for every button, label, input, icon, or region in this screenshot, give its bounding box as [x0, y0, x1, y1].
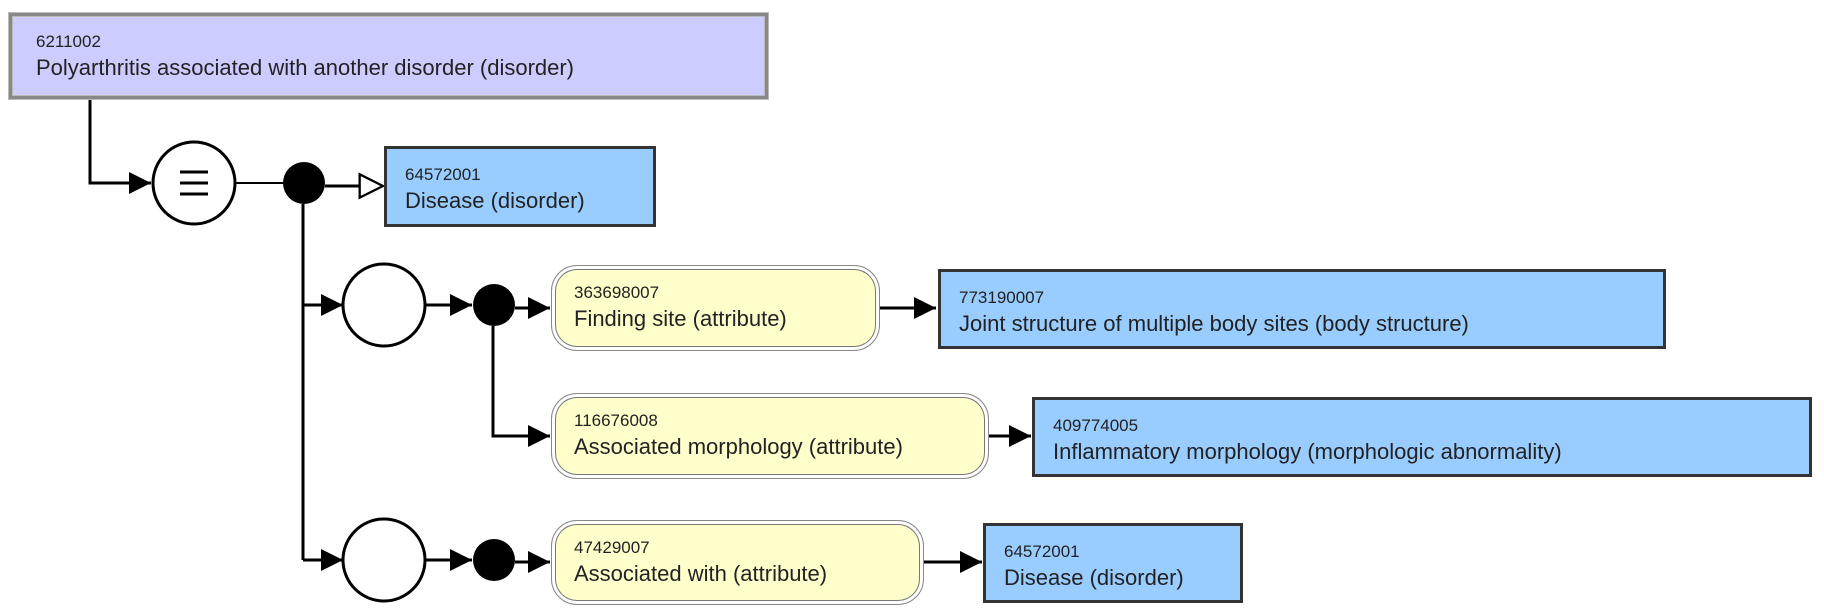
concept-id: 64572001: [405, 165, 481, 184]
attribute-id: 47429007: [574, 538, 650, 557]
concept-term: Inflammatory morphology (morphologic abn…: [1053, 439, 1562, 464]
value-node-inflammatory-morphology[interactable]: 409774005 Inflammatory morphology (morph…: [1032, 397, 1812, 477]
attribute-id: 116676008: [574, 411, 658, 430]
attribute-term: Associated morphology (attribute): [574, 434, 903, 459]
concept-id: 409774005: [1053, 416, 1139, 435]
connector-focus-to-status: [88, 98, 151, 194]
attribute-node-associated-with[interactable]: 47429007 Associated with (attribute): [551, 520, 924, 605]
concept-id: 64572001: [1004, 542, 1080, 561]
group-1-conjunction-dot-icon: [473, 284, 515, 326]
conjunction-dot-icon: [283, 162, 325, 204]
concept-term: Disease (disorder): [1004, 565, 1184, 590]
value-node-joint-structure[interactable]: 773190007 Joint structure of multiple bo…: [938, 269, 1666, 349]
concept-term: Polyarthritis associated with another di…: [36, 55, 575, 80]
definition-status-equivalent-icon: [151, 140, 237, 226]
focus-concept-node[interactable]: 6211002 Polyarthritis associated with an…: [9, 13, 768, 99]
value-node-disease[interactable]: 64572001 Disease (disorder): [983, 523, 1243, 603]
role-group-1-icon: [341, 262, 427, 348]
attribute-node-associated-morphology[interactable]: 116676008 Associated morphology (attribu…: [551, 393, 989, 479]
attribute-id: 363698007: [574, 283, 660, 302]
role-group-2-icon: [341, 517, 427, 603]
attribute-term: Associated with (attribute): [574, 561, 828, 586]
group-2-conjunction-dot-icon: [473, 539, 515, 581]
concept-id: 6211002: [36, 32, 101, 51]
concept-id: 773190007: [959, 288, 1045, 307]
connector-to-associated-morphology: [491, 326, 550, 447]
attribute-term: Finding site (attribute): [574, 306, 787, 331]
concept-term: Joint structure of multiple body sites (…: [959, 311, 1469, 336]
concept-term: Disease (disorder): [405, 188, 585, 213]
attribute-node-finding-site[interactable]: 363698007 Finding site (attribute): [551, 265, 880, 351]
parent-concept-node[interactable]: 64572001 Disease (disorder): [384, 146, 656, 227]
